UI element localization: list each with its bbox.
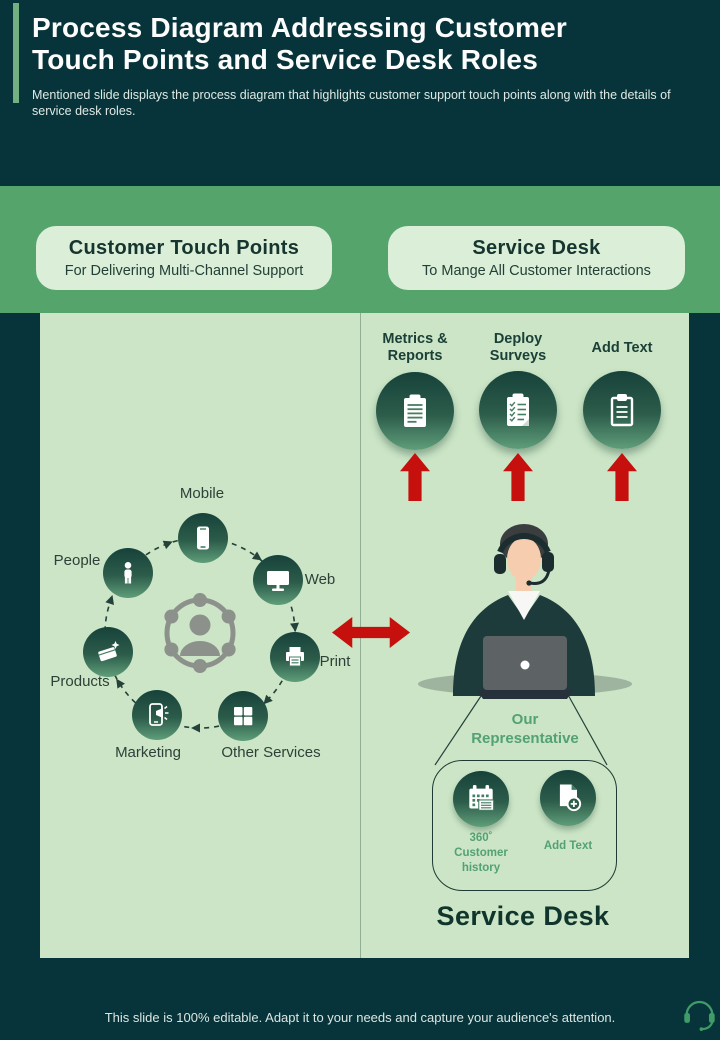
slide-title: Process Diagram Addressing Customer Touc… <box>32 12 568 76</box>
service-desk-caption: Service Desk <box>436 901 610 931</box>
touch-point-label-web: Web <box>304 571 336 588</box>
funnel-lines <box>434 692 608 766</box>
banner-service-desk: Service Desk To Mange All Customer Inter… <box>388 226 685 290</box>
person-icon <box>124 562 132 584</box>
touch-point-print <box>270 632 320 682</box>
add-text-detail-circle[interactable] <box>540 770 596 826</box>
calendar-history-icon <box>469 785 495 811</box>
touch-point-label-people: People <box>53 552 101 569</box>
ring-arrowheads <box>105 540 299 733</box>
metrics-reports-circle <box>376 372 454 450</box>
title-accent-bar <box>13 3 19 103</box>
footer-note: This slide is 100% editable. Adapt it to… <box>104 1010 616 1025</box>
monitor-icon <box>267 571 289 591</box>
clipboard-blank-icon <box>610 394 634 427</box>
document-add-icon <box>559 784 582 812</box>
slide-subtitle: Mentioned slide displays the process dia… <box>32 88 671 118</box>
add-text-detail-label[interactable]: Add Text <box>543 840 593 852</box>
service-desk-item-metrics-reports: Metrics & Reports <box>382 331 448 364</box>
headset-icon <box>684 1000 715 1031</box>
touch-point-label-mobile: Mobile <box>179 485 225 502</box>
grid-icon <box>234 707 253 726</box>
banner-subtitle: To Mange All Customer Interactions <box>422 263 651 279</box>
service-desk-item-add-text[interactable]: Add Text <box>591 339 653 356</box>
phone-megaphone-icon <box>149 703 169 726</box>
representative-illustration <box>418 524 632 699</box>
customer-history-circle <box>453 771 509 827</box>
deploy-surveys-circle <box>479 371 557 449</box>
touch-point-label-print: Print <box>319 653 351 670</box>
smartphone-icon <box>197 526 209 550</box>
service-desk-detail-box <box>432 760 617 891</box>
service-desk-item-deploy-surveys: Deploy Surveys <box>489 331 547 364</box>
representative-label: Our Representative <box>471 711 579 747</box>
connector-artwork <box>104 537 608 766</box>
banner-subtitle: For Delivering Multi-Channel Support <box>64 263 304 279</box>
printer-icon <box>286 647 304 667</box>
touch-point-label-marketing: Marketing <box>115 744 181 761</box>
product-box-icon <box>98 641 120 662</box>
customer-history-label: 360˚ Customer history <box>454 832 508 874</box>
touch-point-products <box>83 627 133 677</box>
main-panel: Mobile Web Print Other Services Marketin… <box>40 313 689 958</box>
touch-point-web <box>253 555 303 605</box>
banner-title: Service Desk <box>472 237 601 259</box>
touch-point-label-other-services: Other Services <box>221 744 321 761</box>
banner-band: Customer Touch Points For Delivering Mul… <box>0 186 720 313</box>
banner-title: Customer Touch Points <box>68 237 300 259</box>
clipboard-checklist-icon <box>507 393 529 426</box>
clipboard-report-icon <box>404 394 426 427</box>
add-text-circle[interactable] <box>583 371 661 449</box>
touch-point-marketing <box>132 690 182 740</box>
touch-point-other-services <box>218 691 268 741</box>
header: Process Diagram Addressing Customer Touc… <box>0 0 720 186</box>
customer-network-icon <box>164 593 236 673</box>
touch-point-mobile <box>178 513 228 563</box>
touch-point-label-products: Products <box>50 673 110 690</box>
banner-customer-touch-points: Customer Touch Points For Delivering Mul… <box>36 226 332 290</box>
touch-point-people <box>103 548 153 598</box>
